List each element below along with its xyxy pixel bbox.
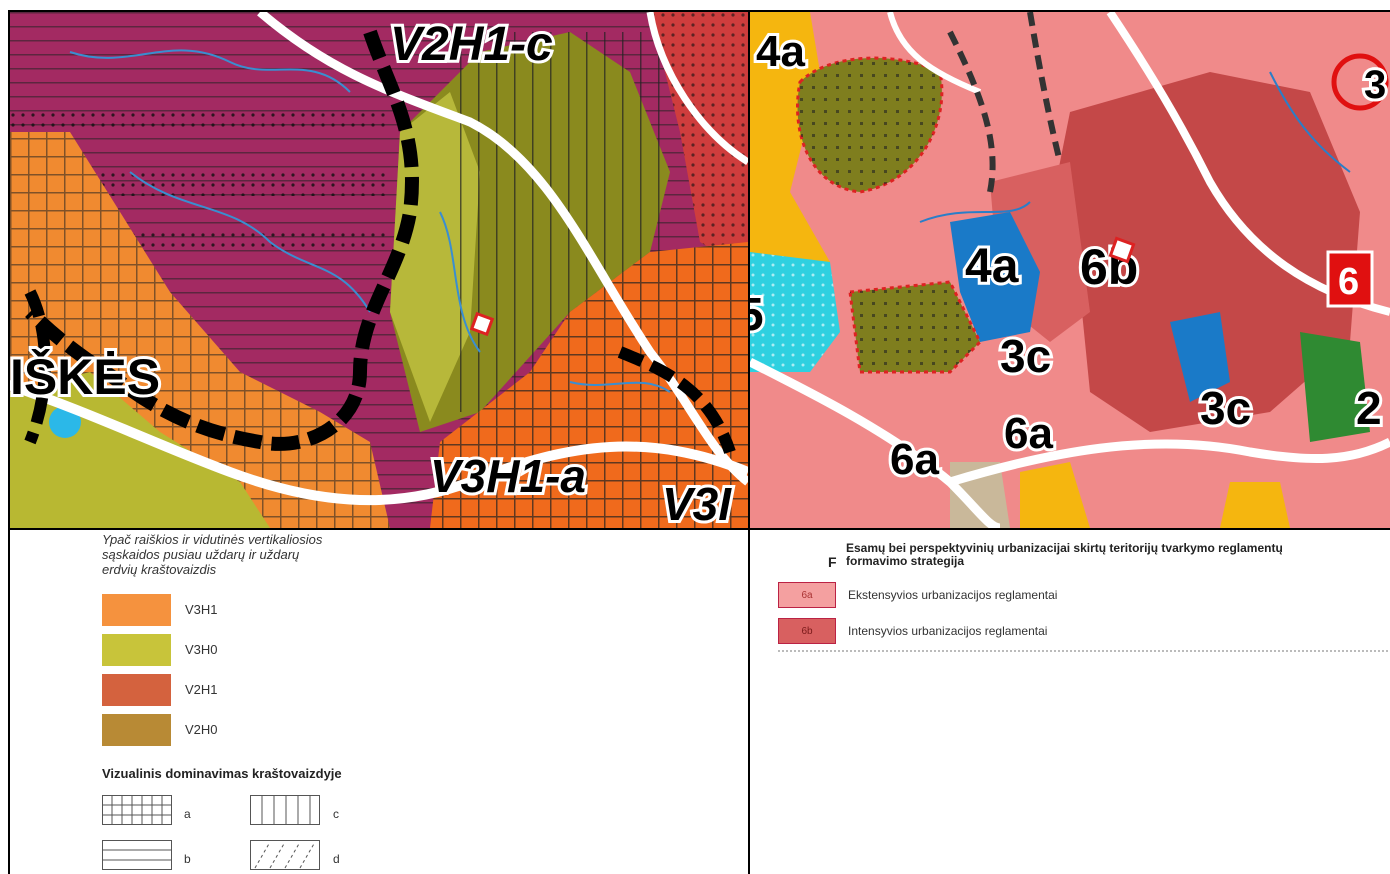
legend-pattern-b	[102, 840, 172, 870]
right-map-label-4a-top: 4a	[756, 27, 805, 76]
legend-pattern-d-label: d	[333, 852, 340, 866]
legend-dominance-title: Vizualinis dominavimas kraštovaizdyje	[102, 766, 342, 781]
legend-left-title-line-3: erdvių kraštovaizdis	[102, 562, 217, 577]
right-map-label-6a-left: 6a	[890, 435, 939, 484]
legend-label-6a: Ekstensyvios urbanizacijos reglamentai	[848, 588, 1058, 602]
legend-left-title-line-1: Ypač raiškios ir vidutinės vertikaliosio…	[102, 532, 323, 547]
legend-right-title-line-1: Esamų bei perspektyvinių urbanizacijai s…	[846, 541, 1283, 555]
right-map-label-3-cut: 3	[1364, 63, 1386, 107]
legend-right-letter: F	[828, 554, 837, 570]
legend-pattern-b-label: b	[184, 852, 191, 866]
right-map: 4a 4a 6b 6 5 3c 3c 2 6a 6a 3	[750, 12, 1390, 528]
left-map-marker	[469, 311, 495, 337]
grid-top-border	[8, 10, 1390, 12]
legend-label-6b: Intensyvios urbanizacijos reglamentai	[848, 624, 1048, 638]
legend-left-title-line-2: sąskaidos pusiau uždarų ir uždarų	[102, 547, 300, 562]
grid-middle-border	[8, 528, 1390, 530]
legend-swatch-6b: 6b	[778, 618, 836, 644]
legend-pattern-c-label: c	[333, 807, 339, 821]
left-map-label-bottom: V3H1-a	[430, 450, 586, 502]
right-map-label-6: 6	[1338, 261, 1359, 303]
left-map-place-name: IŠKĖS	[10, 348, 160, 405]
left-map-label-top: V2H1-c	[390, 18, 553, 71]
legend-pattern-a	[102, 795, 172, 825]
right-map-label-3c-left: 3c	[1000, 330, 1051, 382]
legend-swatch-6a: 6a	[778, 582, 836, 608]
right-map-label-6-box: 6	[1326, 250, 1374, 308]
legend-pattern-d	[250, 840, 320, 870]
right-legend: F Esamų bei perspektyvinių urbanizacijai…	[750, 530, 1390, 874]
legend-pattern-c	[250, 795, 320, 825]
left-map-label-bottom-cut: V3I	[662, 478, 732, 528]
legend-label-v2h0: V2H0	[185, 722, 218, 737]
legend-label-v3h0: V3H0	[185, 642, 218, 657]
legend-swatch-v3h0	[102, 634, 171, 666]
right-map-label-4a-mid: 4a	[965, 240, 1019, 293]
right-map-graphic: 4a 4a 6b 6 5 3c 3c 2 6a 6a 3	[750, 12, 1390, 528]
legend-left-title: Ypač raiškios ir vidutinės vertikaliosio…	[102, 532, 322, 577]
grid-center-border	[748, 10, 750, 874]
left-map-graphic: V2H1-c V3H1-a V3I IŠKĖS	[10, 12, 748, 528]
legend-label-v3h1: V3H1	[185, 602, 218, 617]
legend-right-title-line-2: formavimo strategija	[846, 554, 965, 568]
legend-pattern-a-label: a	[184, 807, 191, 821]
legend-swatch-v3h1	[102, 594, 171, 626]
legend-swatch-v2h1	[102, 674, 171, 706]
right-map-label-5-cut: 5	[750, 288, 764, 340]
left-map: V2H1-c V3H1-a V3I IŠKĖS	[10, 12, 748, 528]
legend-swatch-v2h0	[102, 714, 171, 746]
grid-left-border	[8, 10, 10, 874]
legend-right-cut-row	[778, 650, 1388, 655]
right-map-marker	[1108, 236, 1136, 264]
right-map-label-6a-mid: 6a	[1004, 409, 1053, 458]
left-legend: Ypač raiškios ir vidutinės vertikaliosio…	[10, 530, 748, 874]
right-map-label-3c-right: 3c	[1200, 382, 1251, 434]
right-map-label-2-cut: 2	[1356, 382, 1382, 434]
legend-label-v2h1: V2H1	[185, 682, 218, 697]
legend-right-title: Esamų bei perspektyvinių urbanizacijai s…	[846, 542, 1283, 568]
